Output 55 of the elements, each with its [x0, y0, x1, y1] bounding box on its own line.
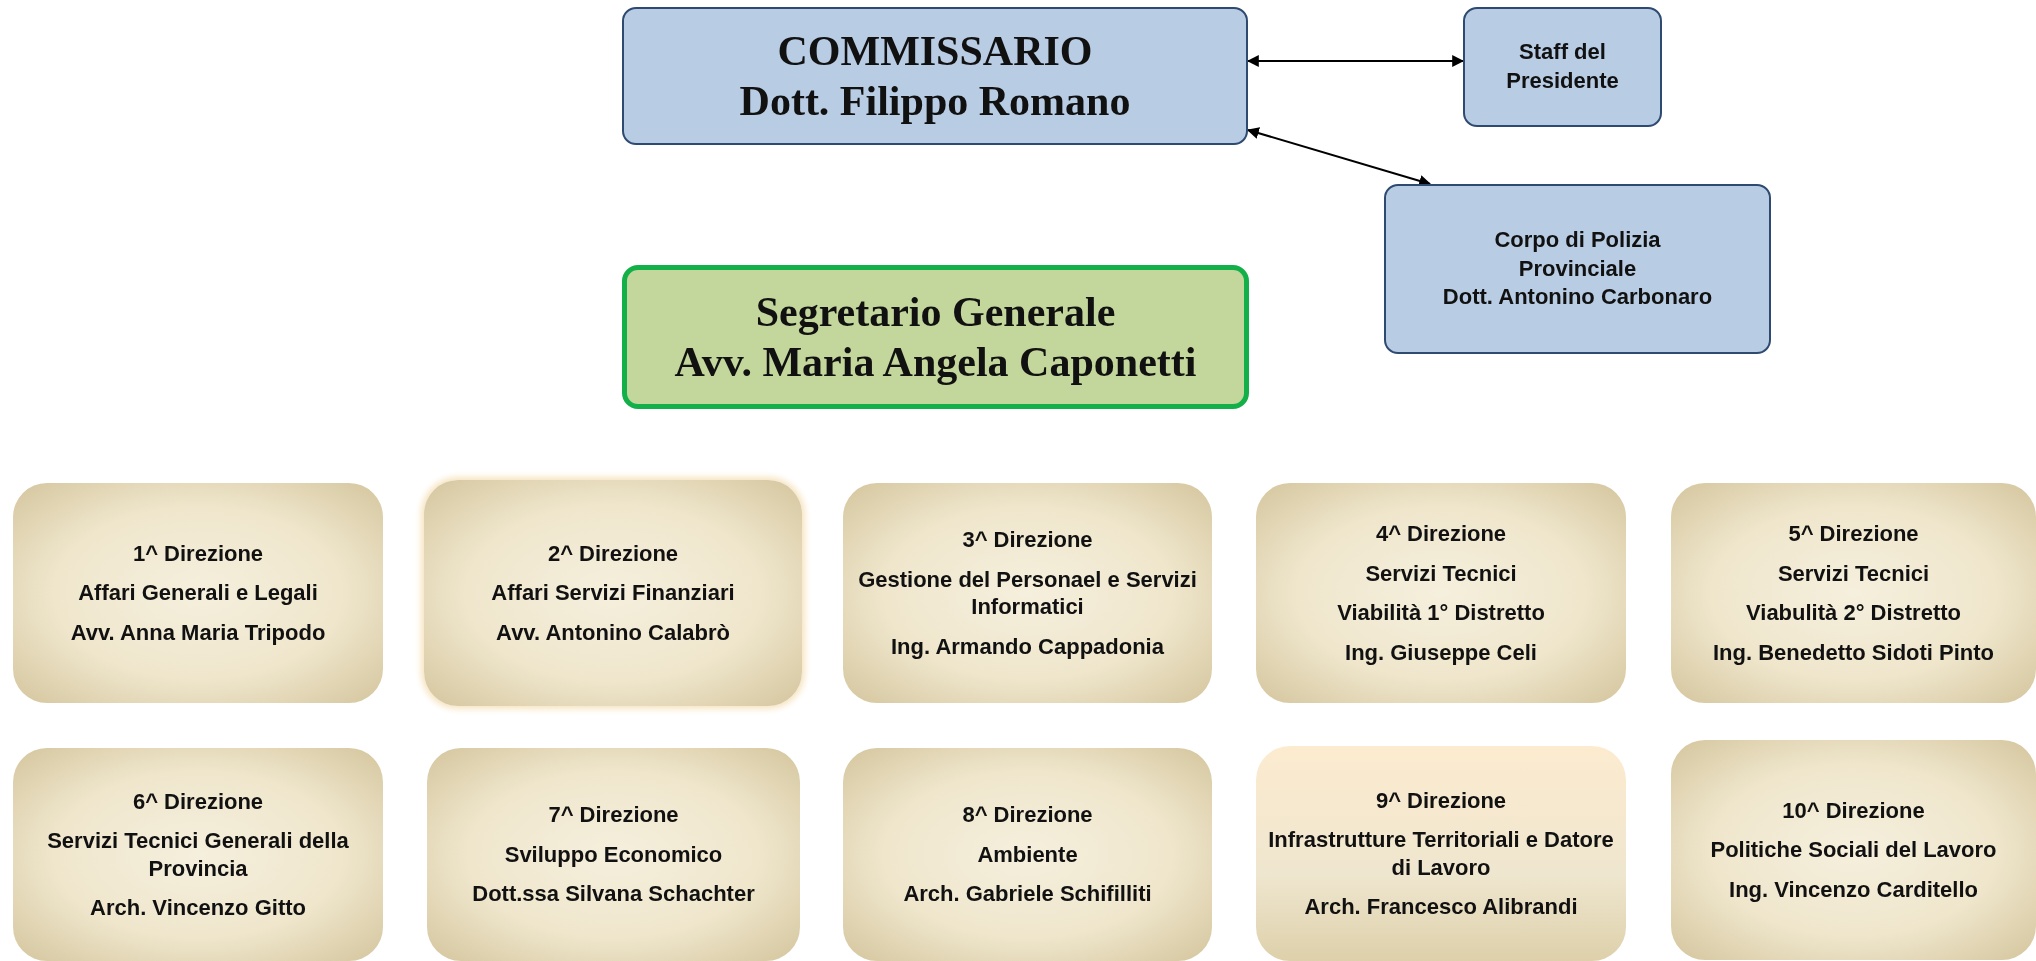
department-card: [1256, 746, 1626, 961]
office-text: Politiche Sociali del Lavoro: [1710, 836, 1997, 864]
office-text: Ing. Benedetto Sidoti Pinto: [1712, 638, 1995, 666]
department-card: [427, 748, 800, 961]
double-arrow: [1246, 55, 1465, 67]
office-title: 7^ Direzione: [548, 801, 679, 829]
department-card: [843, 748, 1212, 961]
office-text: Gestione del Personael e Servizi Informatici: [857, 565, 1198, 621]
office-text: Sviluppo Economico: [504, 840, 723, 869]
office-text: Avv. Antonino Calabrò: [496, 618, 730, 647]
office-text: Avv. Maria Angela Caponetti: [674, 338, 1197, 387]
office-text: Ing. Vincenzo Carditello: [1729, 875, 1978, 904]
office-text: Arch. Francesco Alibrandi: [1304, 893, 1578, 921]
department-card: [1671, 483, 2036, 703]
office-text: Affari Servizi Finanziari: [491, 579, 735, 607]
office-title: 9^ Direzione: [1375, 786, 1507, 814]
office-title: 4^ Direzione: [1375, 520, 1507, 548]
office-title: Segretario Generale: [755, 287, 1116, 337]
office-box: [1384, 184, 1771, 354]
office-text: Arch. Gabriele Schifilliti: [903, 880, 1152, 908]
office-title: COMMISSARIO: [777, 26, 1093, 76]
department-card: [1256, 483, 1626, 703]
office-text: Servizi Tecnici Generali della Provincia: [46, 827, 350, 882]
office-text: Dott.ssa Silvana Schachter: [472, 880, 755, 908]
office-text: Dott. Antonino Carbonaro: [1442, 283, 1713, 312]
office-title: 8^ Direzione: [962, 801, 1093, 829]
office-box: [1463, 7, 1662, 127]
office-title: 6^ Direzione: [132, 787, 264, 815]
office-text: Viabulità 2° Distretto: [1746, 599, 1961, 627]
office-title: 1^ Direzione: [132, 539, 264, 568]
office-title: Staff del Presidente: [1505, 38, 1620, 95]
office-title: 3^ Direzione: [962, 526, 1093, 554]
double-arrow: [1246, 127, 1432, 187]
office-title: 5^ Direzione: [1788, 520, 1919, 548]
department-card: [1671, 740, 2036, 960]
office-text: Ing. Armando Cappadonia: [891, 632, 1164, 660]
office-text: Ing. Giuseppe Celi: [1345, 638, 1537, 666]
office-title: 10^ Direzione: [1782, 796, 1925, 825]
office-title: 2^ Direzione: [547, 539, 679, 568]
office-text: Viabilità 1° Distretto: [1337, 599, 1545, 627]
office-box: [622, 7, 1248, 145]
office-text: Servizi Tecnici: [1365, 559, 1517, 587]
office-text: Ambiente: [977, 840, 1078, 869]
office-text: Infrastrutture Territoriali e Datore di Lavoro: [1267, 826, 1615, 881]
office-text: Affari Generali e Legali: [78, 579, 318, 607]
department-card: [13, 748, 383, 961]
office-title: Corpo di Polizia Provinciale: [1493, 226, 1662, 283]
office-text: Dott. Filippo Romano: [739, 77, 1131, 126]
department-card: [424, 480, 802, 706]
office-text: Arch. Vincenzo Gitto: [90, 894, 306, 922]
department-card: [843, 483, 1212, 703]
secretary-box: [622, 265, 1249, 409]
office-text: Avv. Anna Maria Tripodo: [70, 618, 326, 647]
office-text: Servizi Tecnici: [1777, 559, 1930, 587]
department-card: [13, 483, 383, 703]
